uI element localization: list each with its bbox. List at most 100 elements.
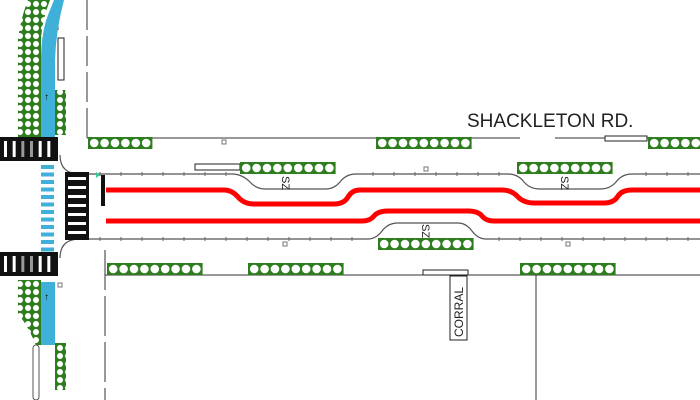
tree-icon — [333, 264, 342, 274]
road-name-label: SHACKLETON RD. — [467, 111, 633, 132]
tree-icon — [171, 264, 180, 274]
tree-icon — [411, 239, 420, 249]
tree-icon — [450, 138, 460, 148]
tree-icon — [108, 264, 118, 274]
tree-icon — [377, 138, 387, 148]
tree-icon — [140, 264, 149, 274]
tree-icon — [563, 264, 573, 274]
tree-icon — [301, 264, 311, 274]
tree-icon — [539, 163, 549, 173]
tree-icon — [691, 138, 700, 148]
tree-icon — [390, 239, 399, 249]
tree-icon — [252, 163, 261, 173]
tree-icon — [241, 163, 251, 173]
tree-icon — [584, 264, 593, 274]
tree-icon — [605, 264, 614, 274]
sz-label: SZ — [279, 176, 291, 190]
tree-icon — [529, 163, 538, 173]
tree-icon — [160, 264, 170, 274]
sz-label: SZ — [419, 224, 431, 238]
tree-icon — [141, 138, 151, 148]
tree-icon — [314, 163, 324, 173]
corral-label: CORRAL — [452, 287, 466, 337]
tree-icon — [398, 138, 408, 148]
parking-sign — [57, 37, 65, 81]
boundary-lines — [57, 0, 700, 400]
tree-icon — [121, 138, 130, 148]
tree-icon — [409, 138, 418, 148]
cycle-crossing — [41, 165, 54, 252]
tree-icon — [461, 138, 470, 148]
tree-icon — [379, 239, 389, 249]
tree-row-bay-upper-left — [240, 162, 336, 174]
tree-icon — [304, 163, 313, 173]
tree-icon — [192, 264, 201, 274]
tree-icon — [400, 239, 410, 249]
tree-icon — [542, 264, 552, 274]
tree-icon — [419, 138, 429, 148]
tree-icon — [581, 163, 590, 173]
tree-icon — [560, 163, 570, 173]
tree-icon — [553, 264, 562, 274]
tree-icon — [100, 138, 109, 148]
tree-icon — [181, 264, 191, 274]
tree-icon — [325, 163, 334, 173]
tree-icon — [602, 163, 611, 173]
tree-row-bay-lower — [378, 238, 474, 250]
tree-icon — [442, 239, 451, 249]
tree-icon — [89, 138, 99, 148]
tree-icon — [270, 264, 280, 274]
bike-arrow-icon: ↑ — [44, 92, 49, 103]
tree-icon — [518, 163, 528, 173]
tree-icon — [463, 239, 472, 249]
tree-rows — [88, 137, 700, 275]
tree-icon — [570, 163, 580, 173]
tree-icon — [291, 264, 301, 274]
tree-icon — [281, 264, 290, 274]
pedestrian-crossings — [0, 137, 89, 276]
tree-icon — [129, 264, 139, 274]
kerb-ticks — [99, 172, 689, 241]
stop-bar — [101, 175, 105, 206]
bike-arrow-icon: ↑ — [44, 292, 49, 303]
tree-icon — [249, 264, 259, 274]
tree-row-bottom-right — [520, 263, 616, 275]
sz-label: SZ — [558, 176, 570, 190]
tree-icon — [150, 264, 160, 274]
tree-icon — [532, 264, 541, 274]
tree-icon — [591, 163, 601, 173]
tree-row-top-mid — [376, 137, 472, 149]
tree-icon — [660, 138, 669, 148]
tree-row-top-right — [648, 137, 700, 149]
tree-icon — [421, 239, 431, 249]
tree-icon — [681, 138, 690, 148]
corral-box — [449, 275, 468, 341]
tree-icon — [388, 138, 397, 148]
tree-icon — [283, 163, 293, 173]
tree-icon — [322, 264, 332, 274]
tree-icon — [521, 264, 531, 274]
red-lane-lines — [106, 187, 700, 224]
tree-icon — [550, 163, 559, 173]
tree-icon — [452, 239, 462, 249]
tree-icon — [649, 138, 659, 148]
signal-icon — [96, 172, 100, 178]
tree-icon — [573, 264, 583, 274]
tree-icon — [594, 264, 604, 274]
tree-icon — [262, 163, 272, 173]
tree-icon — [119, 264, 128, 274]
tree-row-bottom-mid — [248, 263, 344, 275]
tree-icon — [273, 163, 282, 173]
tree-icon — [293, 163, 303, 173]
tree-row-top-left — [88, 137, 153, 149]
tree-row-bay-upper-right — [517, 162, 613, 174]
tree-icon — [131, 138, 141, 148]
tree-icon — [431, 239, 441, 249]
tree-row-bottom-left — [107, 263, 203, 275]
tree-icon — [670, 138, 680, 148]
tree-icon — [429, 138, 439, 148]
tree-icon — [440, 138, 449, 148]
cycle-path — [18, 0, 66, 400]
